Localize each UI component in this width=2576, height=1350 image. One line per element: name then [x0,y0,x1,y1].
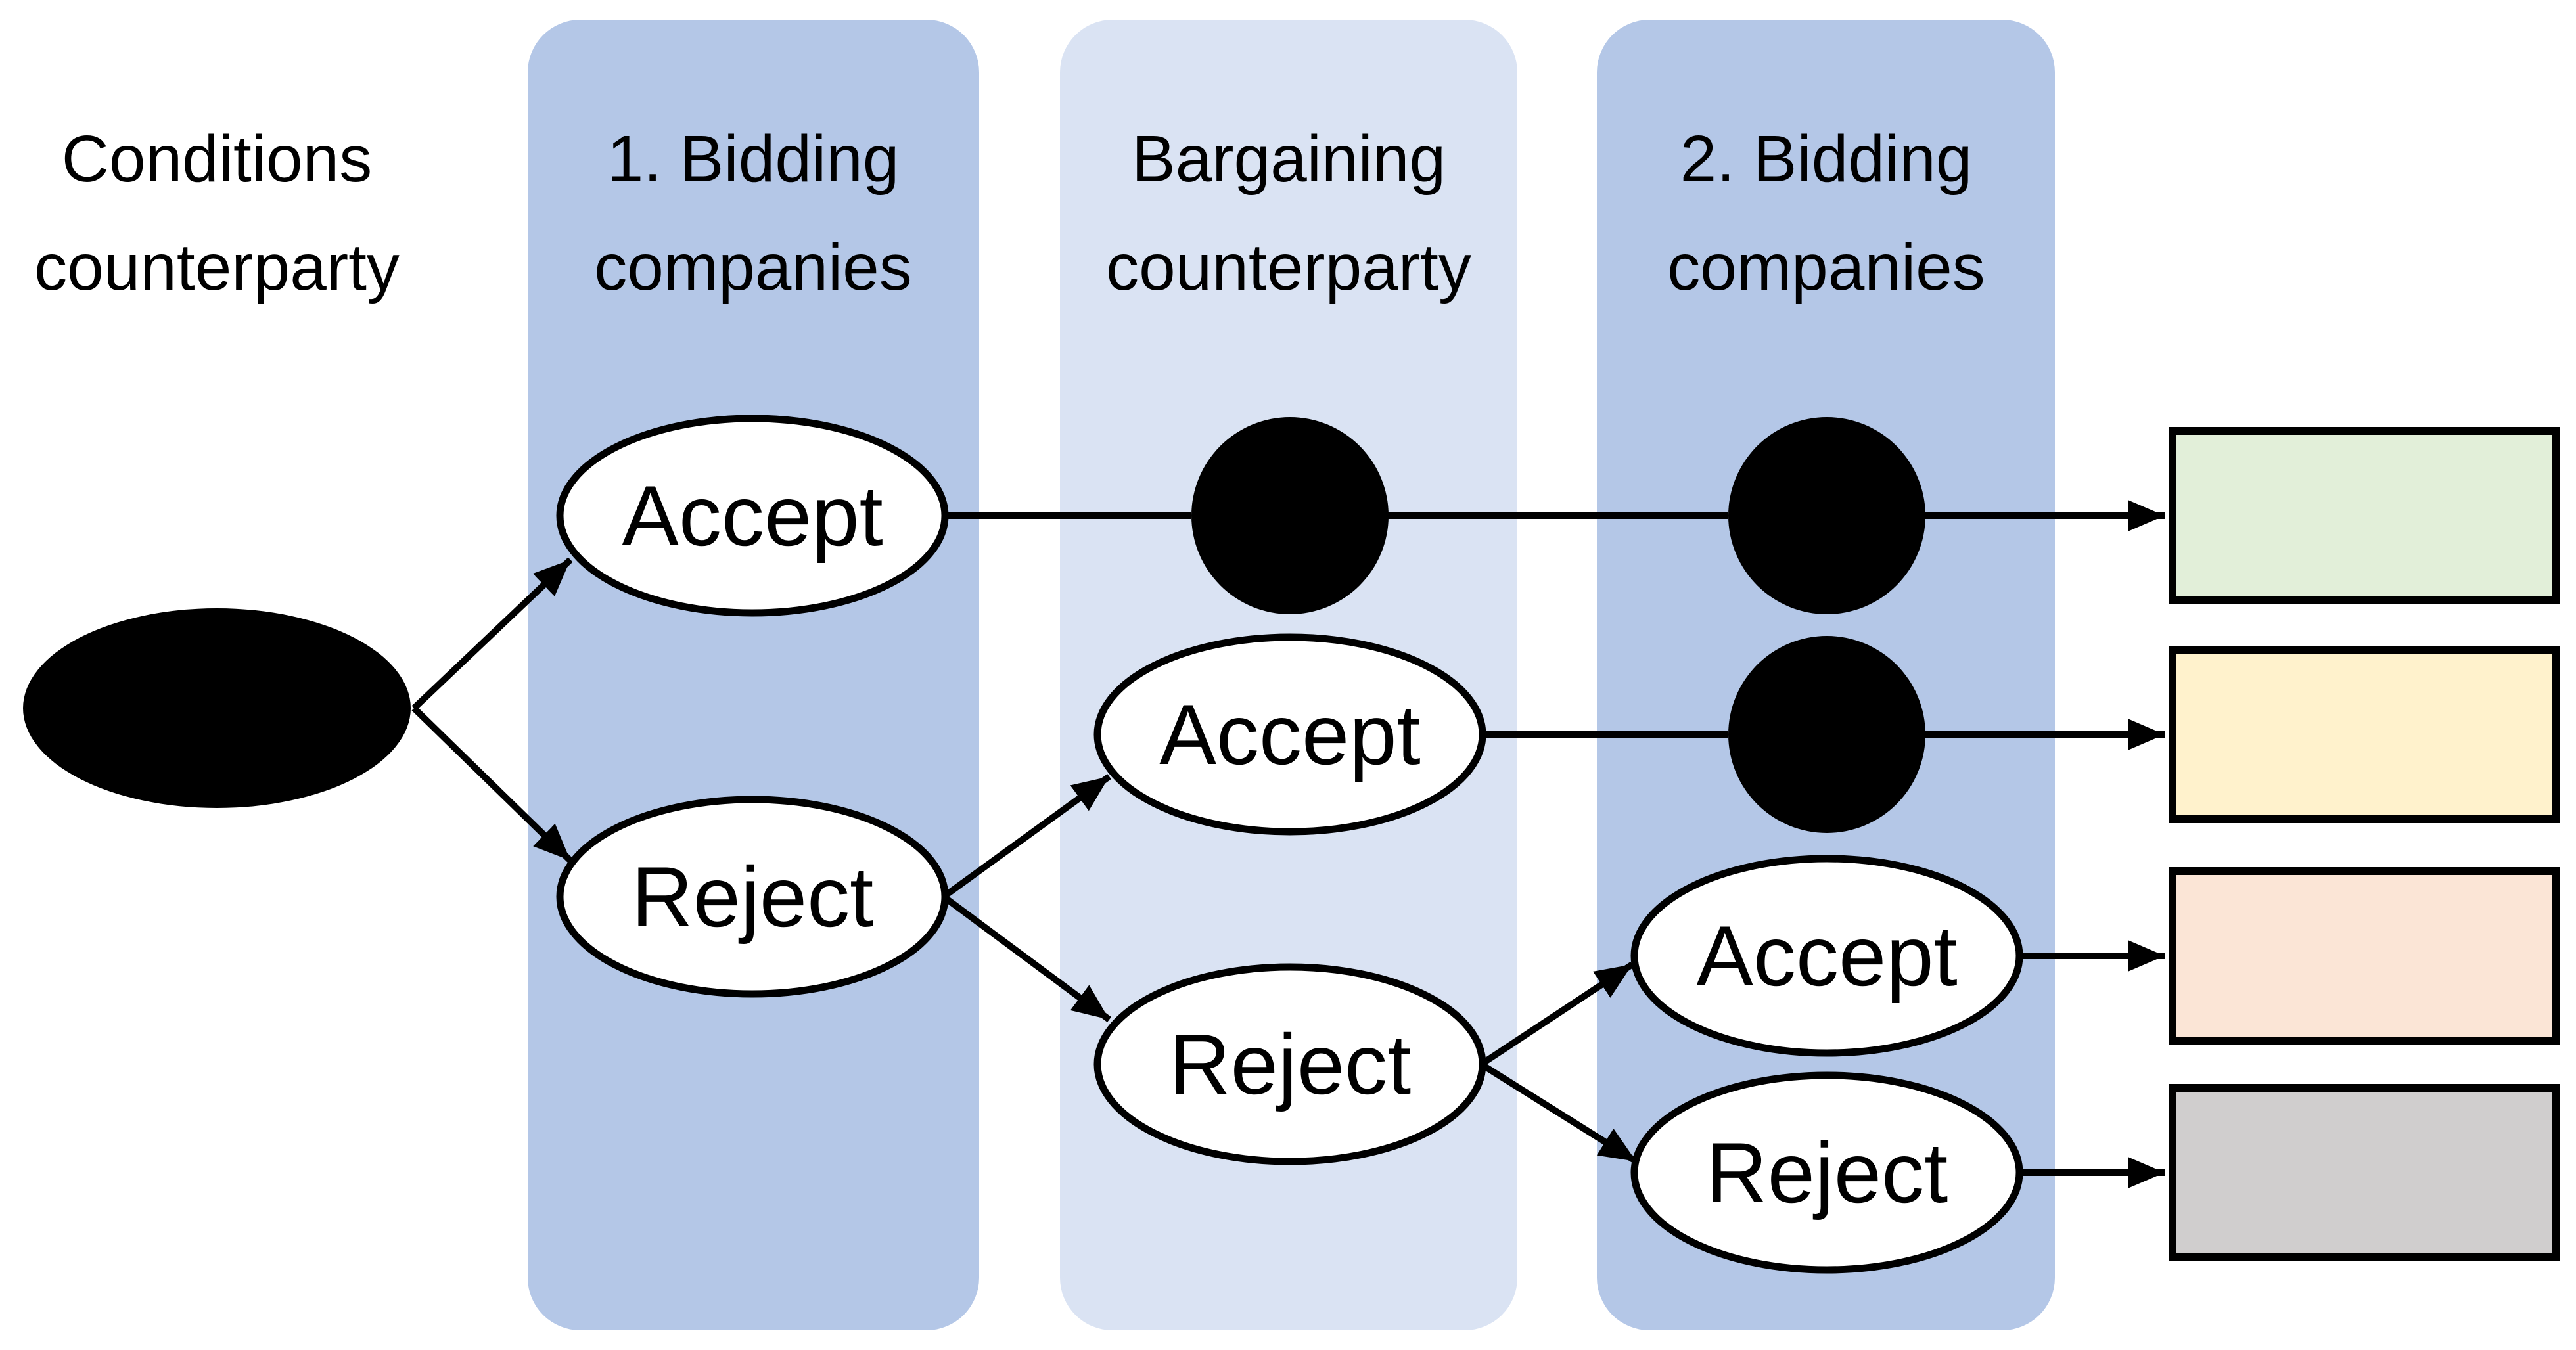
arrow-reject2-to-accept3 [1479,961,1634,1068]
header-first-bidding-companies: 1. Bidding companies [507,105,1000,322]
node-bidding1-reject-ellipse [556,796,949,998]
node-bargaining-reject-ellipse [1093,963,1486,1165]
arrow-root-to-accept1 [411,557,573,711]
header-second-bidding-companies: 2. Bidding companies [1580,105,2073,322]
arrow-reject2-to-reject3 [1479,1061,1638,1165]
outcome-box-1 [2169,427,2560,604]
node-label-bidding2-reject: Reject [1705,1125,1948,1221]
header-line-2: counterparty [34,231,400,304]
header-conditions-counterparty: Conditions counterparty [0,105,463,322]
header-line-2: companies [1667,231,1985,304]
header-bargaining-counterparty: Bargaining counterparty [1042,105,1535,322]
header-line-1: 2. Bidding [1680,122,1973,196]
chance-node-bidding2-row1 [1728,417,1925,614]
header-line-1: Conditions [61,122,373,196]
stage-band-1-bidding [528,20,979,1330]
outcome-box-3 [2169,867,2560,1045]
node-label-bidding2-accept: Accept [1696,908,1958,1004]
node-bidding1-accept-ellipse [556,415,949,617]
node-label-bargaining-reject: Reject [1168,1016,1412,1112]
node-label-bidding1-reject: Reject [631,849,874,945]
header-line-2: counterparty [1106,231,1471,304]
chance-node-bargaining-row1 [1191,417,1389,614]
node-bargaining-accept-ellipse [1093,633,1486,836]
arrow-root-to-reject1 [411,706,573,863]
root-chance-node [23,608,411,808]
node-label-bargaining-accept: Accept [1159,686,1421,782]
header-line-1: Bargaining [1131,122,1446,196]
node-bidding2-reject-ellipse [1630,1071,2023,1274]
node-label-bidding1-accept: Accept [622,468,883,564]
header-line-2: companies [594,231,912,304]
header-line-1: 1. Bidding [607,122,900,196]
arrow-reject1-to-accept2 [942,773,1111,900]
node-bidding2-accept-ellipse [1630,855,2023,1057]
outcome-box-4 [2169,1084,2560,1261]
outcome-box-2 [2169,646,2560,823]
arrow-reject1-to-reject2 [942,893,1111,1023]
chance-node-bidding2-row2 [1728,636,1925,833]
